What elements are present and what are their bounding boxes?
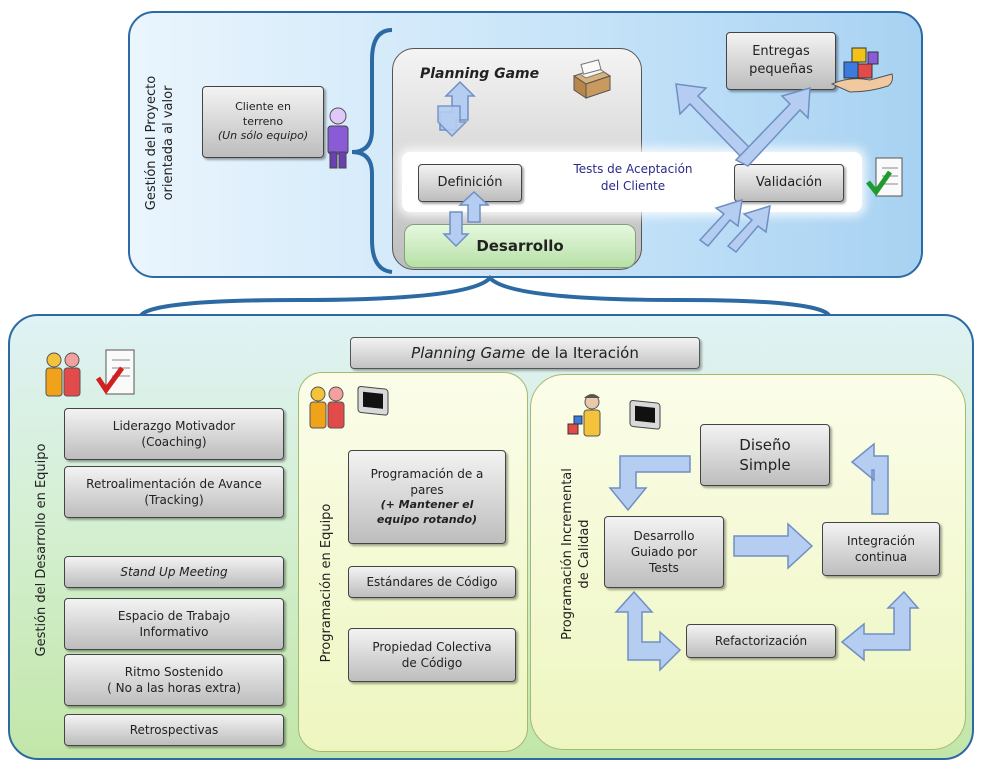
integracion-box: Integración continua bbox=[822, 522, 940, 576]
retroalimentacion-box: Retroalimentación de Avance (Tracking) bbox=[64, 466, 284, 518]
definicion-box: Definición bbox=[418, 164, 522, 202]
planning-game-title: Planning Game bbox=[420, 66, 540, 82]
pair-icon bbox=[309, 386, 345, 429]
cliente-box: Cliente en terreno (Un sólo equipo) bbox=[202, 86, 324, 158]
monitor-icon bbox=[357, 386, 389, 416]
quality-programming-label: Programación Incremental de Calidad bbox=[560, 468, 592, 640]
desarrollo-box: Desarrollo bbox=[404, 224, 636, 268]
entregas-box: Entregas pequeñas bbox=[726, 32, 836, 90]
propiedad-colectiva-box: Propiedad Colectiva de Código bbox=[348, 628, 516, 682]
card-box-icon bbox=[572, 59, 612, 99]
espacio-trabajo-box: Espacio de Trabajo Informativo bbox=[64, 598, 284, 650]
liderazgo-box: Liderazgo Motivador (Coaching) bbox=[64, 408, 284, 460]
stand-up-box: Stand Up Meeting bbox=[64, 556, 284, 588]
retrospectivas-box: Retrospectivas bbox=[64, 714, 284, 746]
builder-icon bbox=[567, 394, 601, 437]
refactorizacion-box: Refactorización bbox=[686, 624, 836, 658]
task-checklist-icon bbox=[96, 349, 135, 395]
team-management-label: Gestión del Desarrollo en Equipo bbox=[34, 443, 49, 657]
tdd-box: Desarrollo Guiado por Tests bbox=[604, 516, 724, 588]
validacion-box: Validación bbox=[734, 164, 844, 202]
acceptance-tests-label: Tests de Aceptación del Cliente bbox=[573, 162, 693, 193]
programacion-pares-box: Programación de a pares (+ Mantener el e… bbox=[348, 450, 506, 544]
ritmo-sostenido-box: Ritmo Sostenido ( No a las horas extra) bbox=[64, 654, 284, 706]
checklist-icon bbox=[866, 157, 903, 197]
team-programming-panel bbox=[298, 372, 528, 752]
project-management-label: Gestión del Proyecto orientada al valor bbox=[144, 75, 176, 211]
estandares-box: Estándares de Código bbox=[348, 566, 516, 598]
user-icon bbox=[327, 107, 349, 169]
diseno-simple-box: Diseño Simple bbox=[700, 424, 830, 486]
computer-icon bbox=[629, 400, 661, 430]
hand-blocks-icon bbox=[830, 47, 893, 93]
team-icon bbox=[45, 352, 81, 397]
team-programming-label: Programación en Equipo bbox=[319, 503, 334, 663]
